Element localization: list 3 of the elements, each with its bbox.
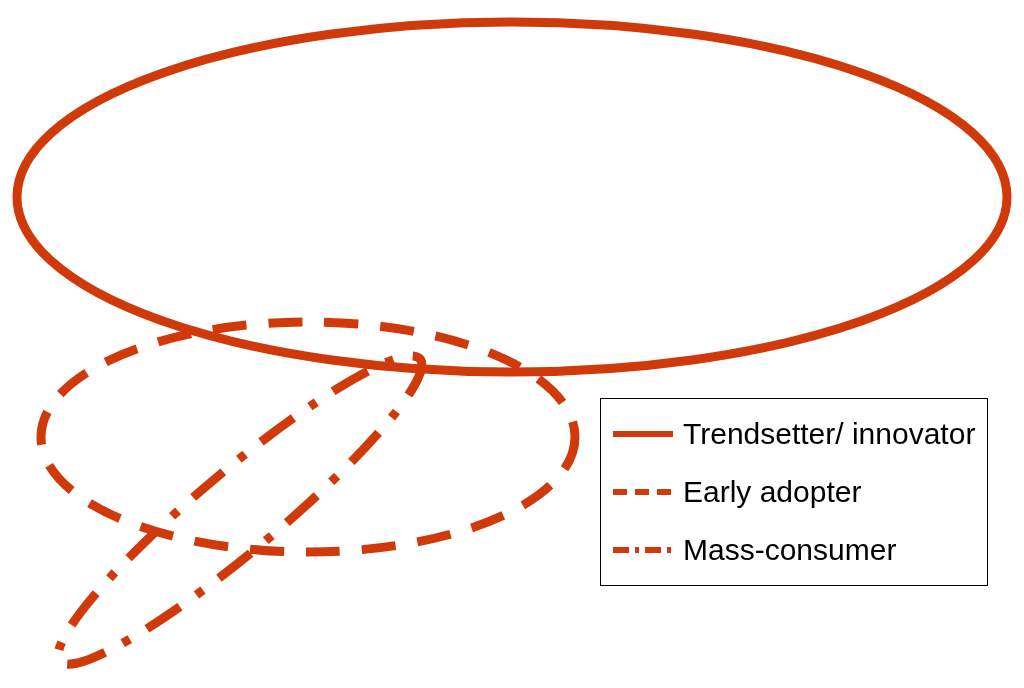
legend-text: Mass-consumer (683, 533, 897, 567)
legend-text: Trendsetter/ innovator (683, 417, 976, 451)
legend-text: Early adopter (683, 475, 862, 509)
